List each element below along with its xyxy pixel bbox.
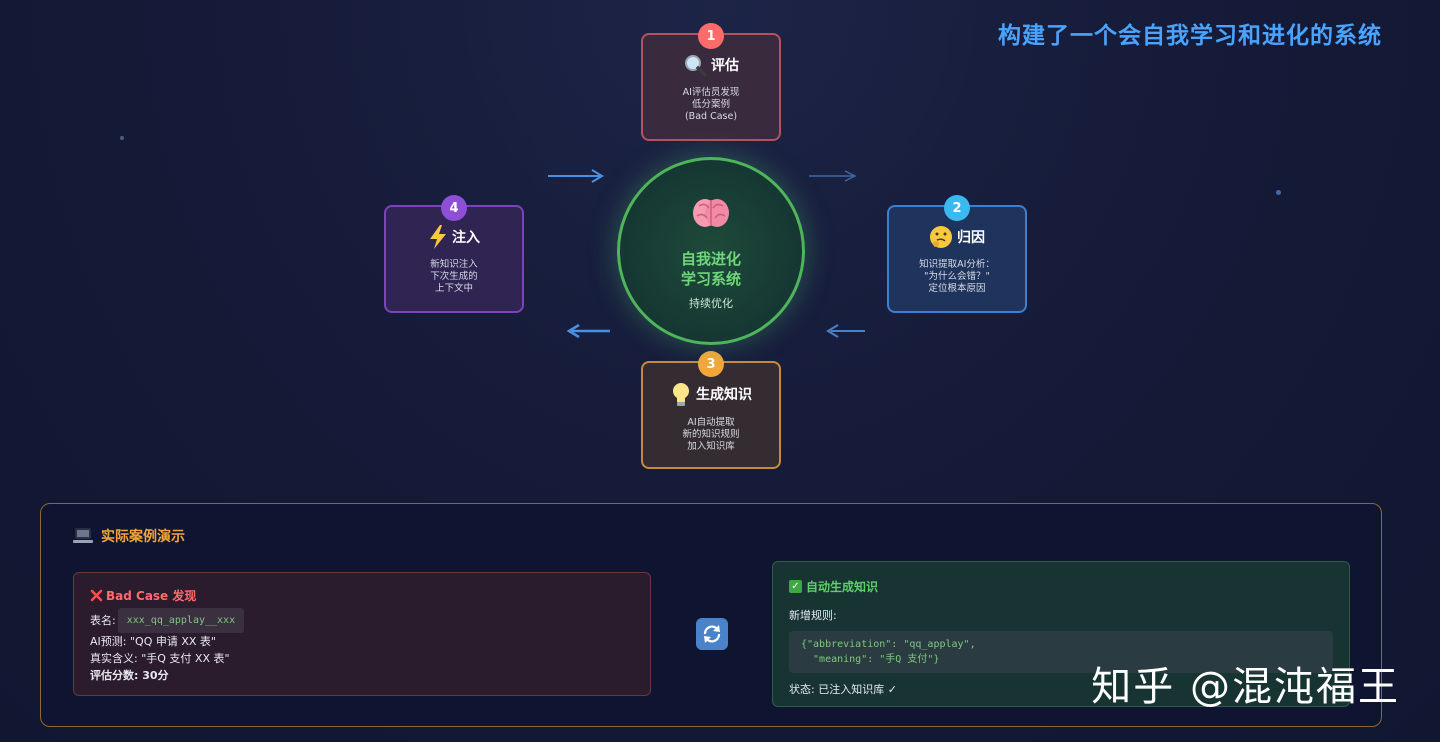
ai-prediction-text: AI预测: "QQ 申请 XX 表" xyxy=(90,635,216,648)
arrow-left-bottom-left xyxy=(566,323,610,339)
step-title: 评估 xyxy=(711,58,739,74)
background-star xyxy=(120,136,124,140)
step-number-badge: 3 xyxy=(698,351,724,377)
step-desc-line: (Bad Case) xyxy=(684,111,738,122)
lightning-icon xyxy=(430,225,446,249)
page-title: 构建了一个会自我学习和进化的系统 xyxy=(998,23,1382,49)
step-desc-line: "为什么会错？" xyxy=(924,271,990,282)
true-meaning-text: 真实含义: "手Q 支付 XX 表" xyxy=(90,652,230,665)
step-desc-line: AI自动提取 xyxy=(687,417,735,428)
hub-title-line: 学习系统 xyxy=(680,270,741,288)
rule-code-block: {"abbreviation": "qq_applay", "meaning":… xyxy=(789,631,1333,673)
refresh-arrows-icon xyxy=(696,618,728,650)
arrow-left-bottom-right xyxy=(826,324,865,338)
watermark-text: 知乎 @混沌福王 xyxy=(1091,664,1400,710)
laptop-icon xyxy=(73,528,93,544)
step-number-badge: 4 xyxy=(441,195,467,221)
central-hub: 自我进化 学习系统 持续优化 xyxy=(617,157,805,345)
step-title: 注入 xyxy=(452,230,480,246)
step-desc-line: 知识提取AI分析： xyxy=(919,259,995,270)
lightbulb-icon xyxy=(673,383,689,406)
step-desc-line: 低分案例 xyxy=(691,99,730,110)
generated-knowledge-card: ✓ 自动生成知识 新增规则: {"abbreviation": "qq_appl… xyxy=(772,561,1350,707)
evaluation-score-text: 评估分数: 30分 xyxy=(90,669,169,682)
step-desc-line: 上下文中 xyxy=(434,283,473,294)
status-text: 状态: 已注入知识库 ✓ xyxy=(789,683,897,696)
magnifier-icon xyxy=(685,55,707,77)
table-name-value: xxx_qq_applay__xxx xyxy=(117,608,245,633)
arrow-right-top-right xyxy=(809,170,857,182)
code-line: "meaning": "手Q 支付"} xyxy=(801,654,940,665)
check-mark-icon: ✓ xyxy=(789,580,802,593)
step-desc-line: 定位根本原因 xyxy=(928,283,986,294)
hub-title-line: 自我进化 xyxy=(680,250,741,268)
step-number-badge: 2 xyxy=(944,195,970,221)
step-number-badge: 1 xyxy=(698,23,724,49)
step-title: 归因 xyxy=(957,230,985,246)
step-desc-line: AI评估员发现 xyxy=(682,87,740,98)
case-demo-panel: 实际案例演示 Bad Case 发现 表名: xxx_qq_applay__xx… xyxy=(40,503,1382,727)
knowledge-title: 自动生成知识 xyxy=(806,580,879,594)
arrow-right-top-left xyxy=(548,169,604,183)
panel-title: 实际案例演示 xyxy=(101,529,185,545)
brain-icon xyxy=(693,199,729,227)
step-desc-line: 新知识注入 xyxy=(430,259,478,270)
table-name-label: 表名: xyxy=(90,614,116,627)
new-rule-label: 新增规则: xyxy=(789,609,837,622)
step-desc-line: 新的知识规则 xyxy=(682,429,740,440)
step-title: 生成知识 xyxy=(696,387,752,403)
step-desc-line: 加入知识库 xyxy=(687,441,735,452)
step-desc-line: 下次生成的 xyxy=(430,271,478,282)
bad-case-card: Bad Case 发现 表名: xxx_qq_applay__xxx AI预测:… xyxy=(73,572,651,696)
code-line: {"abbreviation": "qq_applay", xyxy=(801,639,976,650)
step-card-attribution: 2 归因 知识提取AI分析： "为什么会错？" 定位根本原因 xyxy=(887,195,1027,313)
bad-case-title: Bad Case 发现 xyxy=(106,589,197,603)
step-card-inject: 4 注入 新知识注入 下次生成的 上下文中 xyxy=(384,195,524,313)
background-star xyxy=(1276,190,1281,195)
cross-mark-icon xyxy=(90,589,103,602)
hub-subtitle: 持续优化 xyxy=(689,297,733,310)
step-card-generate-knowledge: 3 生成知识 AI自动提取 新的知识规则 加入知识库 xyxy=(641,351,781,469)
step-card-evaluate: 1 评估 AI评估员发现 低分案例 (Bad Case) xyxy=(641,23,781,141)
thinking-face-icon xyxy=(930,226,952,248)
